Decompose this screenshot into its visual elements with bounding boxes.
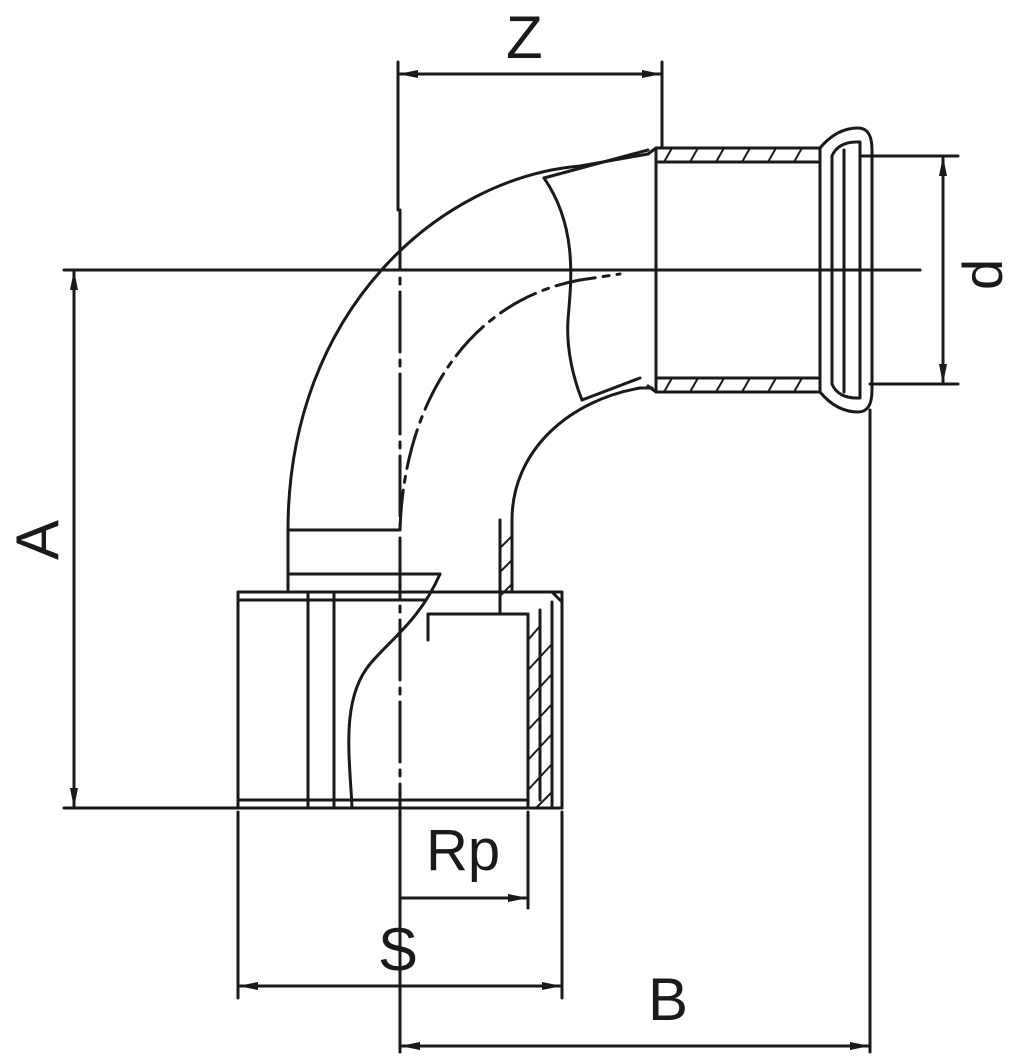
dimension-d xyxy=(860,154,960,386)
label-s: S xyxy=(378,916,419,983)
dimension-b xyxy=(398,408,872,1054)
label-z: Z xyxy=(506,4,543,71)
threaded-socket xyxy=(236,518,564,810)
dimension-z xyxy=(396,60,664,212)
dimension-a xyxy=(62,268,922,810)
dimension-rp xyxy=(398,810,530,910)
label-rp: Rp xyxy=(426,818,501,883)
label-d: d xyxy=(951,258,1014,290)
label-a: A xyxy=(4,519,71,560)
elbow-body xyxy=(286,148,654,594)
label-b: B xyxy=(648,966,689,1033)
